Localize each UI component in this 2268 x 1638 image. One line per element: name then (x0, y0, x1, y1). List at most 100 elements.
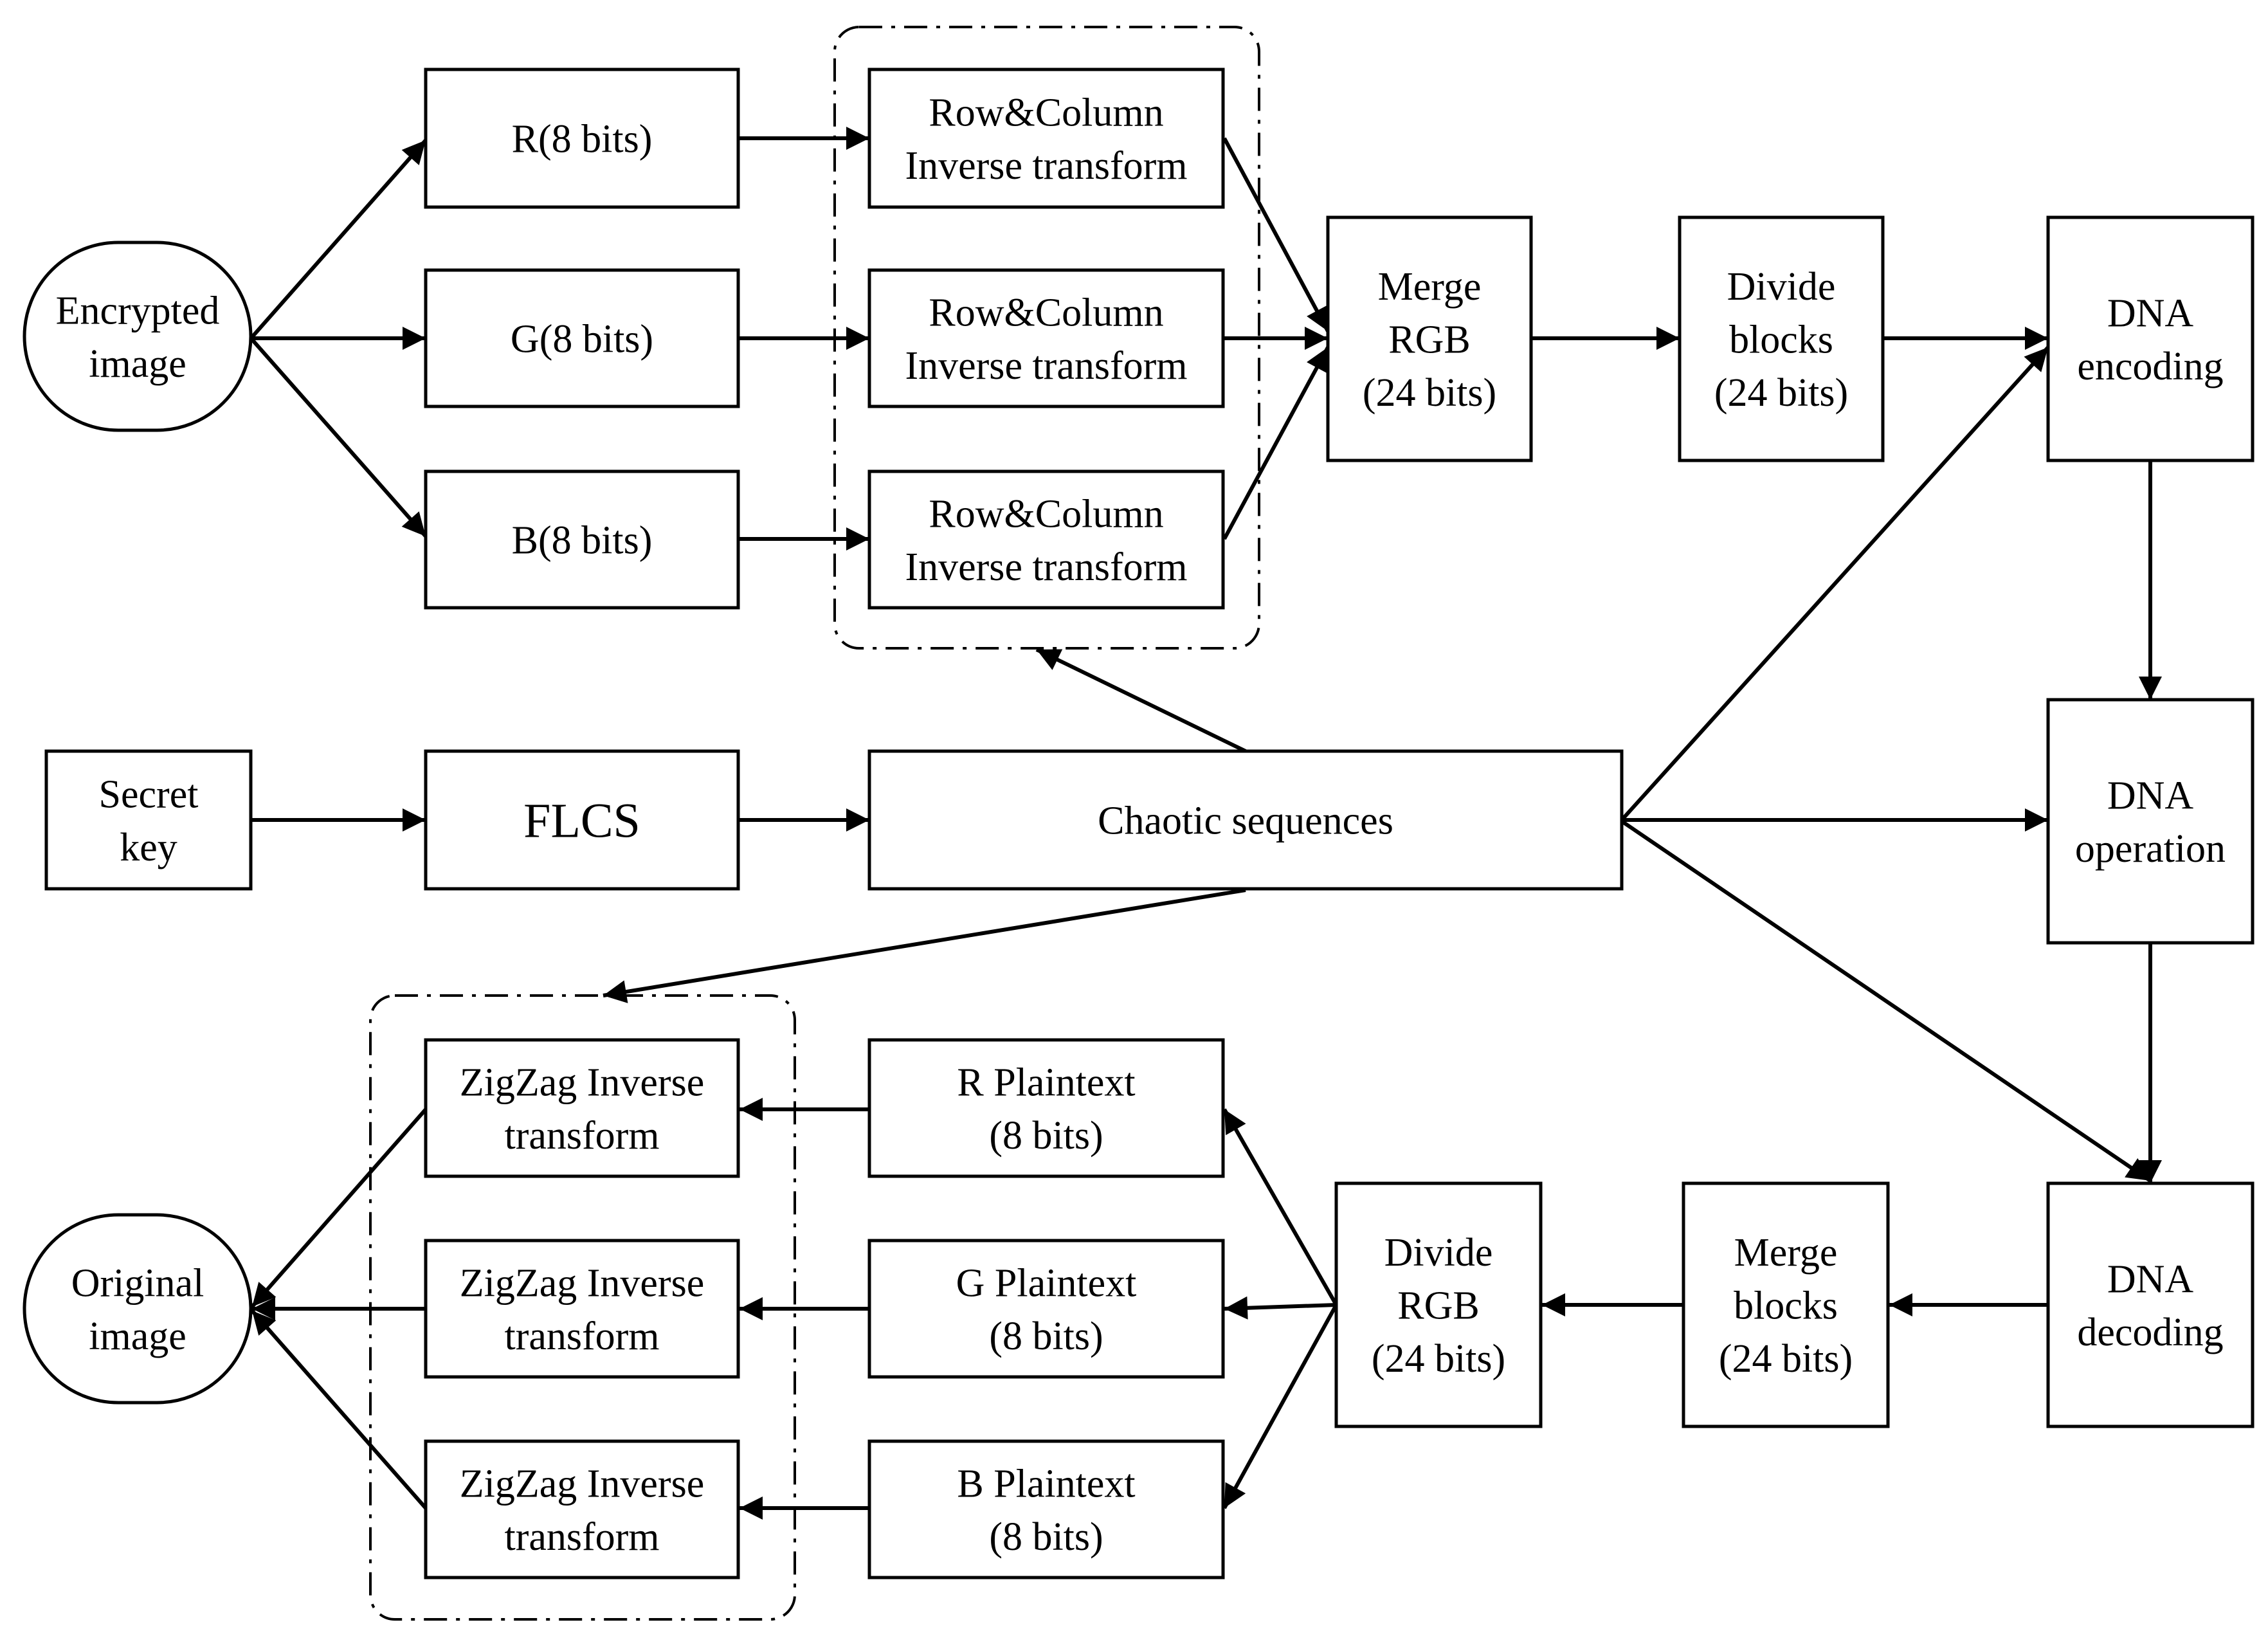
arrow-rc-inv-1-to-merge-rgb (1222, 137, 1330, 332)
node-label-line: (24 bits) (1714, 371, 1848, 415)
node-box (44, 749, 253, 891)
node-encrypted-image: Encrypted image (23, 241, 253, 432)
node-b-plaintext: B Plaintext (8 bits) (867, 1439, 1225, 1579)
arrow-divide-rgb-to-b-plaintext (1222, 1304, 1338, 1509)
node-box (867, 268, 1225, 408)
node-label-line: FLCS (523, 794, 640, 848)
arrow-divide-rgb-to-r-plaintext (1222, 1108, 1338, 1306)
node-label-line: transform (504, 1315, 659, 1358)
arrow-encrypted-image-to-r-8bits (250, 139, 428, 338)
arrow-zigzag-inv-3-to-original-image (250, 1309, 428, 1509)
node-b-8bits: B(8 bits) (424, 469, 740, 610)
node-label-line: Row&Column (929, 291, 1163, 334)
node-dna-encoding: DNA encoding (2046, 215, 2254, 462)
node-box (424, 68, 740, 209)
node-box (1682, 1181, 1890, 1428)
node-box (2046, 698, 2254, 945)
node-label-line: (8 bits) (989, 1315, 1103, 1358)
node-label-line: blocks (1729, 318, 1833, 362)
node-label-line: image (89, 1315, 186, 1358)
node-box (424, 1439, 740, 1579)
node-secret-key: Secret key (44, 749, 253, 891)
node-label-line: Merge (1734, 1231, 1838, 1275)
arrow-rc-inv-3-to-merge-rgb (1222, 346, 1330, 540)
node-box (2046, 215, 2254, 462)
node-label-line: Secret (99, 772, 199, 816)
node-label-line: ZigZag Inverse (460, 1462, 704, 1506)
node-box (867, 1239, 1225, 1379)
node-label-line: transform (504, 1114, 659, 1158)
arrow-chaotic-sequences-to-zigzag-inverse-group (603, 888, 1246, 1003)
node-box (1326, 215, 1533, 462)
node-label-line: Row&Column (929, 492, 1163, 536)
arrow-chaotic-sequences-to-rc-inverse-group (1035, 648, 1247, 753)
arrow-chaotic-sequences-to-dna-decoding (1620, 819, 2152, 1183)
node-label-line: Merge (1378, 265, 1482, 309)
node-label-line: encoding (2077, 345, 2223, 388)
node-g-plaintext: G Plaintext (8 bits) (867, 1239, 1225, 1379)
node-original-image: Original image (23, 1213, 253, 1405)
node-box (424, 749, 740, 891)
node-label-line: Original (71, 1261, 204, 1305)
arrow-zigzag-inv-1-to-original-image (250, 1108, 428, 1308)
node-label-line: blocks (1734, 1284, 1838, 1328)
node-g-8bits: G(8 bits) (424, 268, 740, 408)
node-box (867, 749, 1624, 891)
node-label-line: DNA (2107, 291, 2194, 335)
node-box (2046, 1181, 2254, 1428)
node-box (867, 1038, 1225, 1178)
node-box (867, 1439, 1225, 1579)
node-label-line: G(8 bits) (511, 318, 653, 361)
node-label-line: Inverse transform (905, 344, 1188, 388)
node-label-line: Inverse transform (905, 545, 1188, 589)
node-label-line: Encrypted (56, 289, 220, 332)
node-label-line: R(8 bits) (512, 118, 653, 161)
node-label-line: G Plaintext (956, 1261, 1137, 1305)
node-label-line: image (89, 342, 186, 386)
node-box (424, 268, 740, 408)
node-label-line: R Plaintext (957, 1060, 1135, 1104)
node-label-line: Divide (1384, 1231, 1493, 1275)
node-label-line: operation (2075, 827, 2226, 871)
node-box (23, 241, 253, 432)
node-zigzag-inv-2: ZigZag Inverse transform (424, 1239, 740, 1379)
node-merge-blocks: Merge blocks (24 bits) (1682, 1181, 1890, 1428)
node-label-line: RGB (1397, 1284, 1479, 1328)
node-label-line: decoding (2077, 1311, 2223, 1354)
node-r-plaintext: R Plaintext (8 bits) (867, 1038, 1225, 1178)
node-label-line: Divide (1727, 265, 1836, 309)
arrow-divide-rgb-to-g-plaintext (1224, 1296, 1337, 1320)
node-label-line: DNA (2107, 1257, 2194, 1301)
node-box (424, 1038, 740, 1178)
node-box (23, 1213, 253, 1405)
node-flcs: FLCS (424, 749, 740, 891)
node-box (867, 68, 1225, 209)
node-label-line: DNA (2107, 774, 2194, 817)
arrow-chaotic-sequences-to-dna-encoding (1620, 345, 2050, 822)
node-label-line: ZigZag Inverse (460, 1261, 704, 1305)
node-chaotic-sequences: Chaotic sequences (867, 749, 1624, 891)
node-label-line: (8 bits) (989, 1114, 1103, 1158)
node-box (1678, 215, 1885, 462)
node-label-line: (24 bits) (1719, 1337, 1853, 1381)
node-label-line: Row&Column (929, 91, 1163, 134)
node-label-line: Chaotic sequences (1098, 799, 1393, 843)
node-label-line: (8 bits) (989, 1515, 1103, 1559)
node-box (424, 469, 740, 610)
node-dna-decoding: DNA decoding (2046, 1181, 2254, 1428)
node-divide-blocks: Divide blocks (24 bits) (1678, 215, 1885, 462)
node-label-line: key (120, 826, 177, 869)
node-label-line: B(8 bits) (512, 519, 653, 563)
node-r-8bits: R(8 bits) (424, 68, 740, 209)
node-box (1334, 1181, 1543, 1428)
node-label-line: B Plaintext (957, 1462, 1135, 1506)
node-label-line: RGB (1388, 318, 1470, 362)
